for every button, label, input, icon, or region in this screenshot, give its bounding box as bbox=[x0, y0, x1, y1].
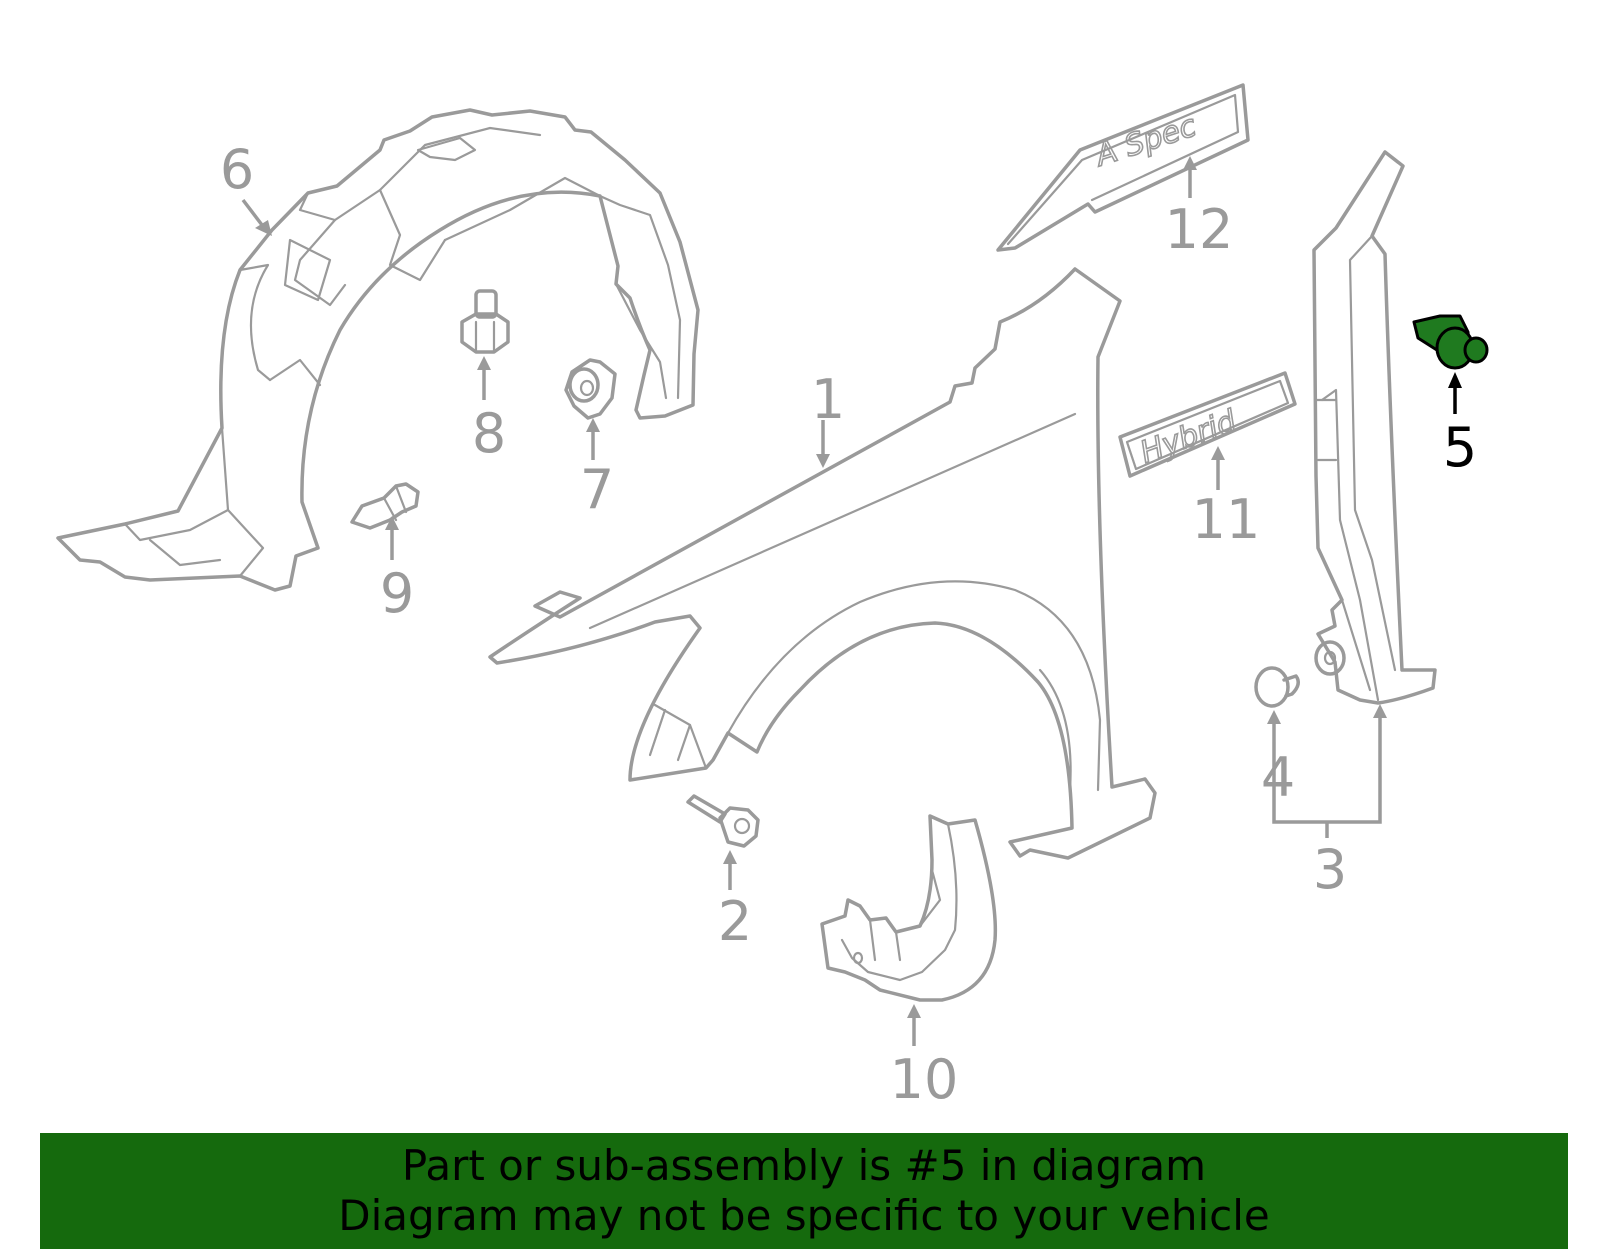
callout-3: 3 bbox=[1272, 704, 1387, 901]
part-9-push-clip bbox=[350, 482, 420, 530]
svg-text:8: 8 bbox=[472, 402, 506, 465]
aspec-badge-text: A Spec bbox=[1090, 108, 1201, 174]
callout-6: 6 bbox=[220, 138, 272, 236]
svg-text:3: 3 bbox=[1313, 838, 1347, 901]
callout-10: 10 bbox=[890, 1004, 959, 1111]
svg-text:12: 12 bbox=[1165, 198, 1234, 261]
part-4-clip bbox=[1254, 666, 1300, 708]
svg-text:10: 10 bbox=[890, 1048, 959, 1111]
part-2-bolt bbox=[686, 794, 760, 848]
part-5-fastener bbox=[1412, 314, 1489, 370]
info-banner: Part or sub-assembly is #5 in diagram Di… bbox=[40, 1133, 1568, 1249]
part-3-fender-bracket bbox=[1312, 150, 1437, 705]
callout-2: 2 bbox=[718, 850, 752, 953]
banner-line-part: Part or sub-assembly is #5 in diagram bbox=[401, 1141, 1207, 1190]
hybrid-badge-text: Hybrid bbox=[1136, 403, 1242, 470]
svg-text:6: 6 bbox=[220, 138, 254, 201]
part-6-fender-liner bbox=[56, 108, 700, 592]
svg-text:5: 5 bbox=[1443, 416, 1477, 479]
callout-11: 11 bbox=[1192, 446, 1261, 551]
part-1-fender bbox=[488, 267, 1157, 860]
callout-9: 9 bbox=[380, 516, 414, 625]
part-8-bolt bbox=[460, 289, 510, 354]
svg-text:2: 2 bbox=[718, 890, 752, 953]
svg-text:9: 9 bbox=[380, 562, 414, 625]
part-7-nut bbox=[564, 358, 617, 420]
svg-text:1: 1 bbox=[811, 368, 845, 431]
svg-text:11: 11 bbox=[1192, 488, 1261, 551]
callout-7: 7 bbox=[580, 418, 614, 521]
callout-5: 5 bbox=[1443, 372, 1477, 479]
callout-4: 4 bbox=[1261, 710, 1295, 809]
callout-1: 1 bbox=[811, 368, 845, 468]
callout-8: 8 bbox=[472, 356, 506, 465]
svg-text:7: 7 bbox=[580, 458, 614, 521]
callout-12: 12 bbox=[1165, 156, 1234, 261]
part-10-mud-guard bbox=[820, 814, 998, 1002]
svg-text:4: 4 bbox=[1261, 746, 1295, 809]
part-11-hybrid-emblem: Hybrid bbox=[1118, 371, 1297, 478]
banner-line-disclaimer: Diagram may not be specific to your vehi… bbox=[338, 1191, 1270, 1240]
